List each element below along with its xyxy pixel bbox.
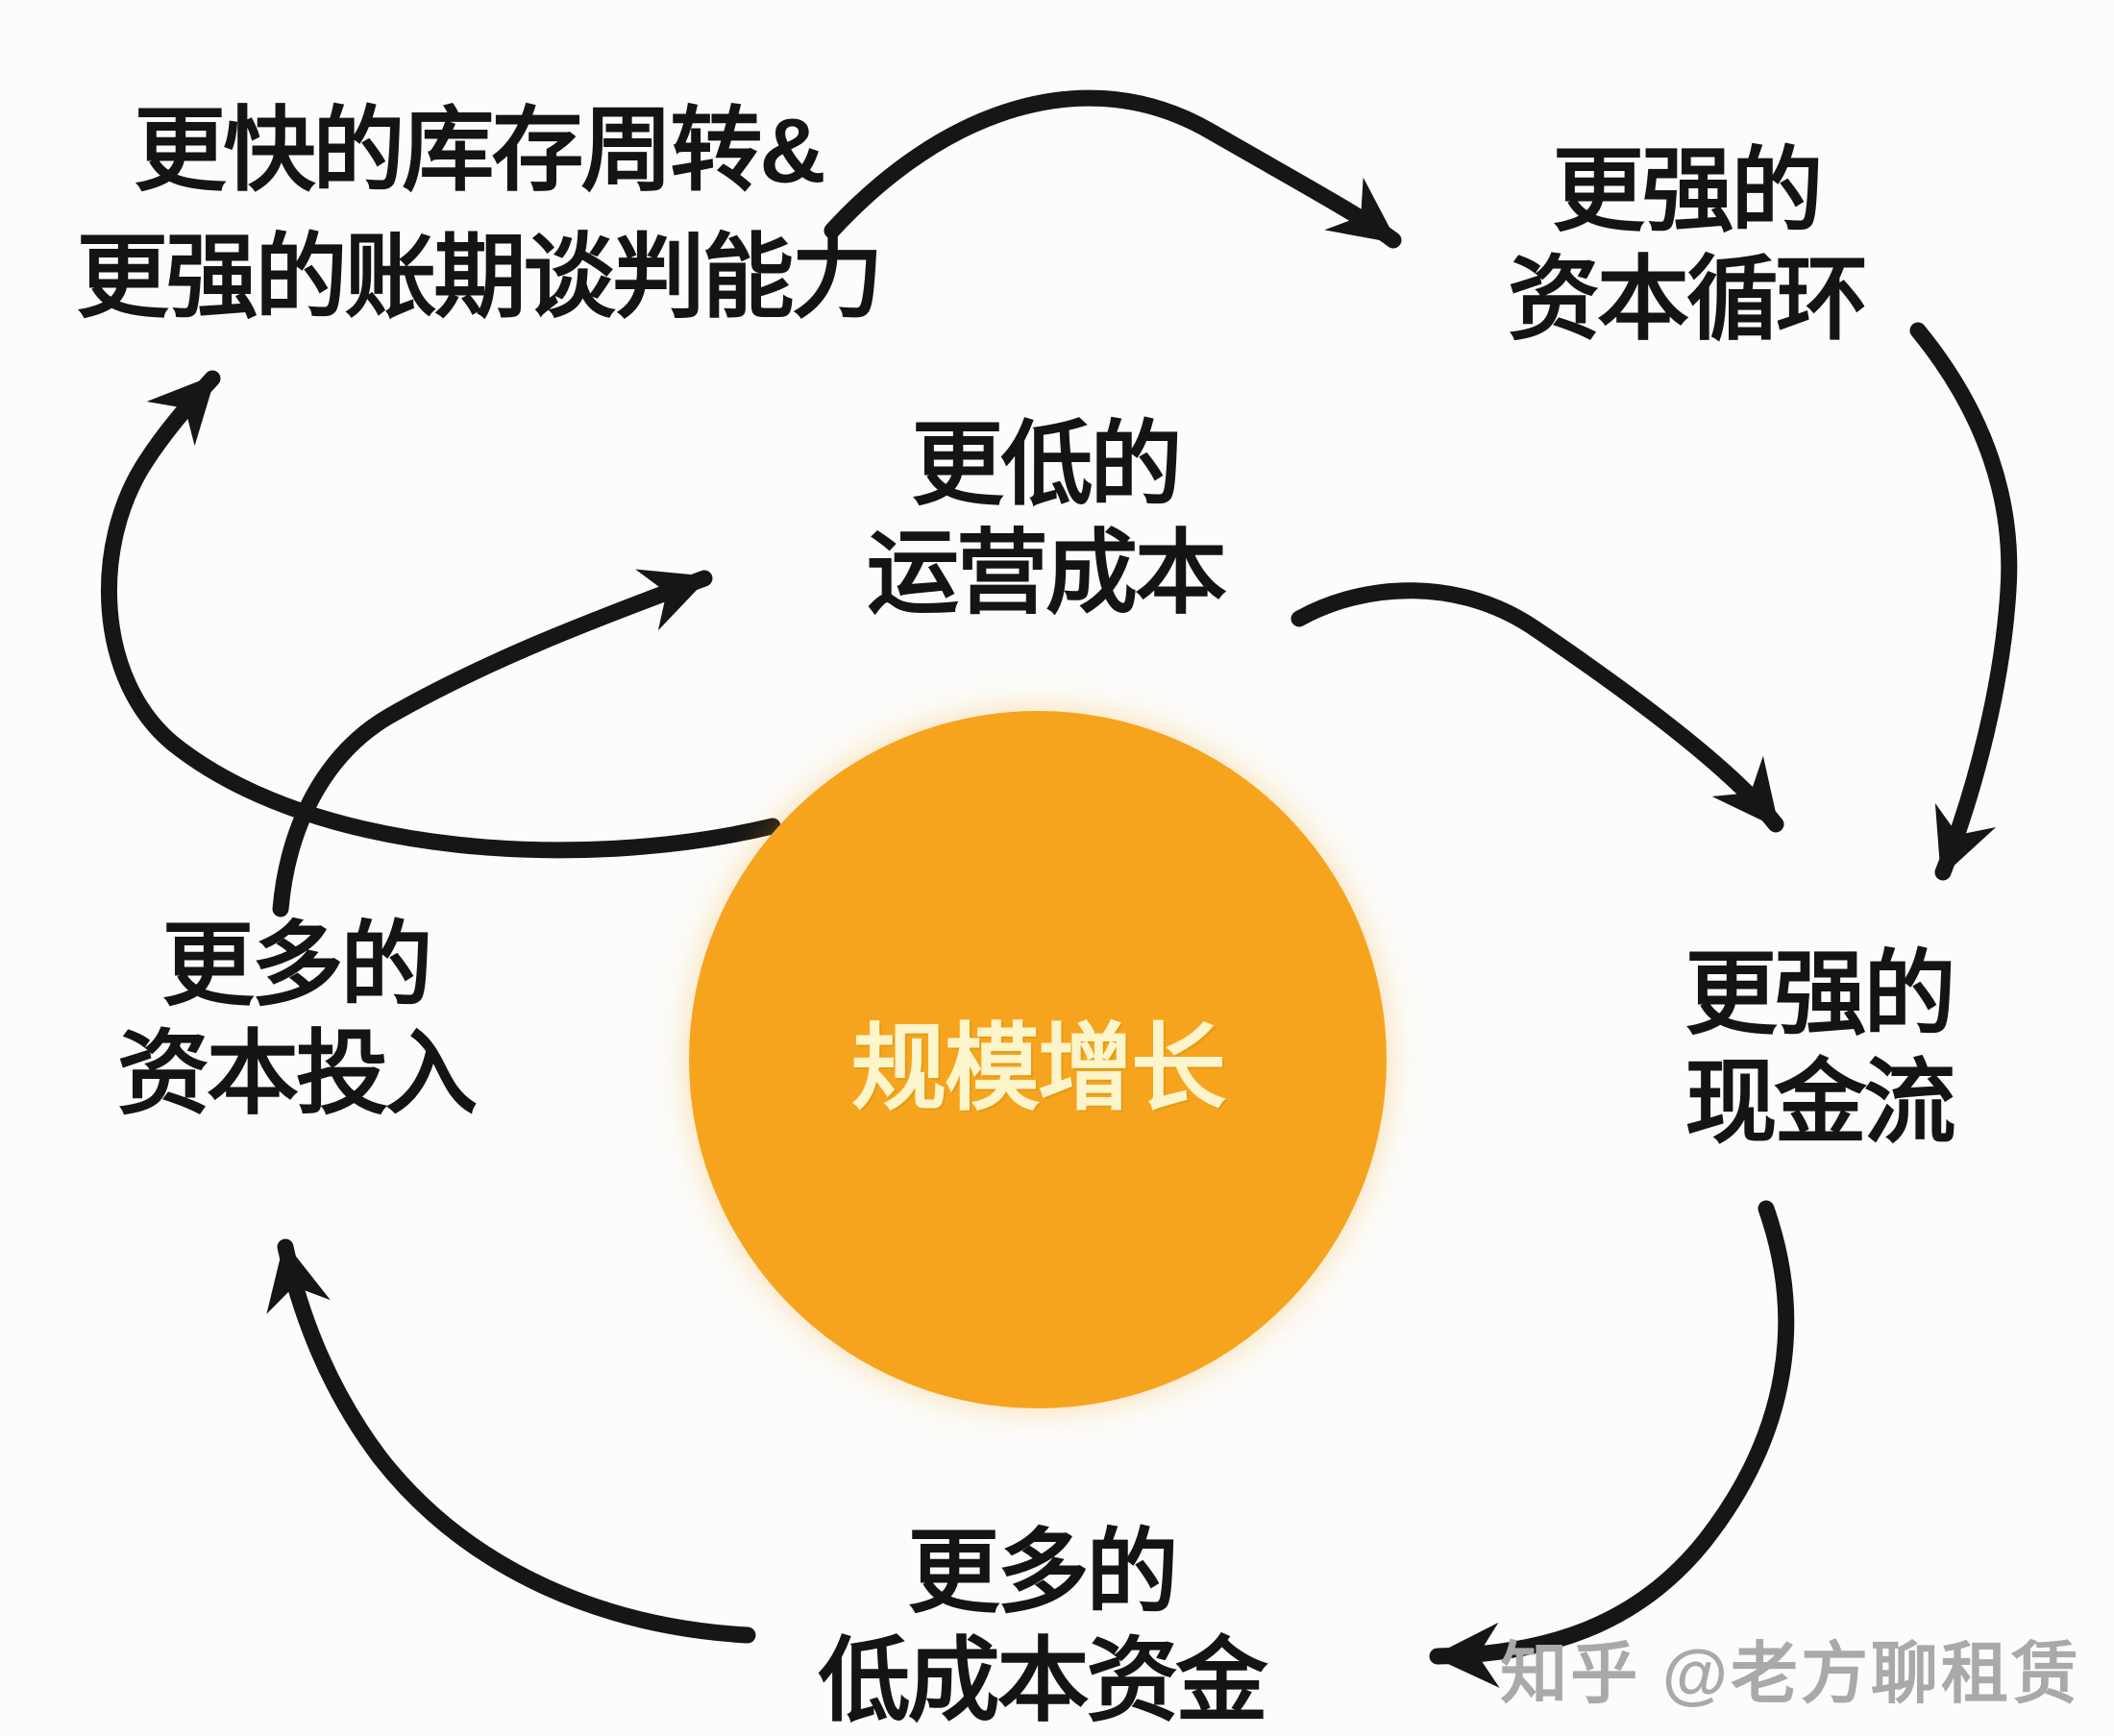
- node-label-line: 更多的: [907, 1521, 1179, 1625]
- node-label-line: 现金流: [1684, 1052, 1956, 1155]
- node-label-line: 更低的: [911, 413, 1183, 517]
- arrow-operating-cost-to-cash-flow: [1291, 582, 1784, 833]
- scale-growth-label: 规模增长: [851, 1015, 1226, 1121]
- node-label-line: 更强的账期谈判能力: [76, 227, 884, 330]
- node-label-line: 更强的: [1684, 942, 1956, 1046]
- arrow-inventory-to-capital-cycle: [823, 89, 1402, 249]
- arrow-capital-investment-to-operating-cost: [272, 569, 713, 917]
- node-more-capital-investment: 更多的 资本投入: [117, 912, 478, 1130]
- node-label-line: 运营成本: [867, 523, 1227, 625]
- scale-growth-circle: 规模增长: [689, 711, 1387, 1408]
- node-label-line: 更多的: [161, 914, 433, 1017]
- arrow-scale-growth-to-inventory: [101, 370, 781, 859]
- node-stronger-cash-flow: 更强的 现金流: [1684, 941, 1956, 1159]
- node-faster-inventory-turnover: 更快的库存周转& 更强的账期谈判能力: [76, 88, 884, 343]
- node-more-low-cost-funds: 更多的 低成本资金: [818, 1519, 1268, 1736]
- node-label-line: 低成本资金: [818, 1630, 1268, 1733]
- node-stronger-capital-cycle: 更强的 资本循环: [1508, 137, 1868, 355]
- node-label-line: 资本投入: [117, 1023, 478, 1126]
- node-lower-operating-cost: 更低的 运营成本: [867, 411, 1227, 629]
- arrow-cash-flow-to-low-cost-funds: [1429, 1200, 1795, 1688]
- arrow-low-cost-funds-to-capital-investment: [266, 1238, 756, 1644]
- node-label-line: 资本循环: [1508, 249, 1868, 352]
- arrow-capital-cycle-to-cash-flow: [1909, 322, 2018, 881]
- node-label-line: 更强的: [1552, 139, 1824, 243]
- node-label-line: 更快的库存周转&: [134, 99, 825, 203]
- zhihu-watermark: 知乎 @老方聊租赁: [1500, 1636, 2081, 1711]
